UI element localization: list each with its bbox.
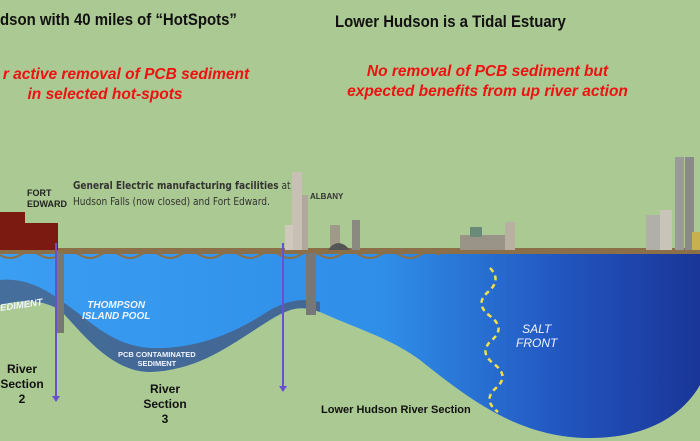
- label-line: River: [149, 382, 181, 396]
- albany-label: ALBANY: [310, 192, 344, 201]
- left-title: dson with 40 miles of “HotSpots”: [0, 10, 237, 29]
- nyc-skyline: [646, 157, 700, 250]
- ge-line2: Hudson Falls (now closed) and Fort Edwar…: [73, 196, 270, 208]
- ge-bold: General Electric manufacturing facilitie…: [73, 180, 279, 192]
- pcb-sediment-band: [60, 300, 320, 372]
- river-water: [0, 253, 700, 438]
- right-note-line2: expected benefits from up river action: [347, 83, 628, 100]
- arrow-down-icon: [52, 396, 60, 402]
- salt-front-label: SALT FRONT: [516, 322, 557, 350]
- ge-factory: [0, 212, 58, 250]
- label-line: SALT: [522, 322, 552, 336]
- left-note-line1: r active removal of PCB sediment: [2, 66, 250, 83]
- fort-edward-label: FORT EDWARD: [27, 188, 67, 210]
- label-line: SEDIMENT: [137, 359, 177, 368]
- right-note-line1: No removal of PCB sediment but: [366, 63, 609, 80]
- label-line: THOMPSON: [87, 300, 146, 311]
- lower-hudson-section-label: Lower Hudson River Section: [321, 404, 471, 416]
- label-line: River: [6, 362, 38, 376]
- ge-rest: at: [278, 180, 291, 192]
- left-note-line2: in selected hot-spots: [27, 86, 183, 103]
- dam-albany: [306, 253, 316, 315]
- albany-skyline: [285, 172, 360, 250]
- wave-line: [0, 251, 441, 259]
- ge-facilities-label: General Electric manufacturing facilitie…: [73, 178, 291, 210]
- right-title: Lower Hudson is a Tidal Estuary: [335, 12, 566, 31]
- thompson-island-pool-label: THOMPSON ISLAND POOL: [82, 300, 150, 322]
- label-line: Section: [0, 377, 44, 391]
- label-line: ISLAND POOL: [82, 311, 151, 322]
- label-line: EDWARD: [27, 199, 67, 209]
- label-line: 3: [161, 412, 169, 426]
- pcb-sediment-left: [0, 279, 60, 310]
- label-line: PCB CONTAMINATED: [118, 350, 196, 359]
- label-line: Section: [143, 397, 187, 411]
- pcb-sediment-label: PCB CONTAMINATED SEDIMENT: [118, 350, 196, 368]
- river-section-2-label: River Section 2: [0, 362, 44, 407]
- river-section-3-label: River Section 3: [140, 382, 190, 427]
- dam-fort-edward: [56, 253, 64, 333]
- label-line: FORT: [27, 188, 52, 198]
- arrow-down-icon: [279, 386, 287, 392]
- salt-front-line: [480, 267, 504, 413]
- town-skyline: [460, 222, 515, 250]
- label-line: FRONT: [516, 336, 558, 350]
- label-line: 2: [18, 392, 26, 406]
